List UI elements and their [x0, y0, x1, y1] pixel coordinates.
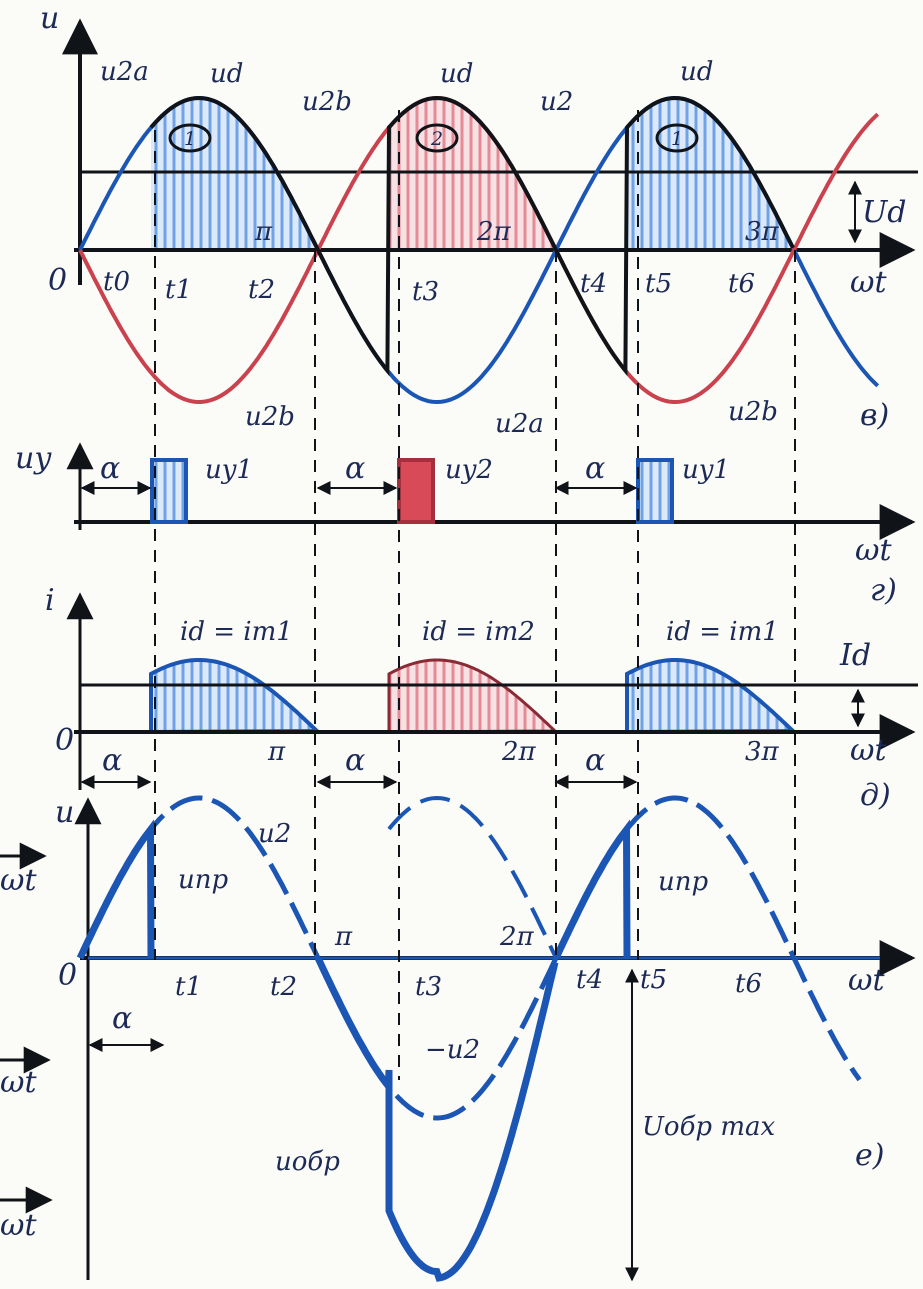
label-3pi: 3π	[745, 737, 780, 767]
panel-tag-g: г)	[870, 573, 897, 608]
label-u2: u2	[258, 819, 291, 849]
minus-u2-dashed-curve	[387, 795, 557, 957]
origin-label: 0	[48, 263, 67, 298]
reverse-voltage-uобр	[314, 956, 559, 1282]
label-ud-3: ud	[680, 57, 713, 87]
hatch-region-1a	[151, 98, 318, 250]
forward-voltage-uпр-1	[76, 819, 155, 960]
pulse-uy2	[397, 458, 435, 524]
label-t4: t4	[580, 269, 607, 299]
label-u2-right: u2	[540, 87, 573, 117]
label-t1: t1	[175, 972, 202, 1002]
label-u2b-top: u2b	[302, 87, 352, 117]
label-uy1-a: uy1	[205, 455, 253, 485]
y-axis-label: u	[55, 795, 74, 830]
panel-e: u 0 u2 uпр uпр π 2π t1 t2 t3 t4 t5 t6 ωt…	[55, 795, 916, 1282]
panel-v: u ωt 0 u2a ud u2b ud u2 ud 1 2 1 Ud π 2π…	[40, 1, 918, 439]
label-pi: π	[334, 922, 353, 952]
label-t3: t3	[412, 277, 439, 307]
y-axis-label: i	[45, 583, 55, 618]
y-axis-label: uy	[15, 441, 52, 476]
x-axis-label: ωt	[850, 733, 887, 768]
origin-label: 0	[58, 958, 77, 993]
forward-voltage-uпр-2	[552, 819, 631, 960]
region-marker-1a: 1	[168, 123, 212, 153]
label-id-2: id = iт2	[422, 617, 535, 647]
label-3pi: 3π	[745, 217, 780, 247]
label-alpha-2: α	[345, 451, 365, 486]
label-upr-2: uпр	[658, 867, 708, 897]
label-t5: t5	[645, 269, 672, 299]
current-pulse-3	[625, 658, 798, 735]
label-ud-1: ud	[210, 59, 243, 89]
label-minus-u2: −u2	[425, 1035, 480, 1065]
y-axis-label: u	[40, 1, 59, 36]
label-t6: t6	[728, 269, 755, 299]
svg-text:1: 1	[671, 128, 683, 150]
origin-label: 0	[55, 723, 74, 758]
time-guide-lines	[154, 110, 796, 1080]
x-axis-label: ωt	[855, 533, 892, 568]
label-t2: t2	[248, 275, 275, 305]
label-alpha-1: α	[100, 451, 120, 486]
current-pulse-1	[149, 658, 322, 735]
panel-tag-d: д)	[860, 778, 891, 813]
label-u2a: u2a	[100, 57, 149, 87]
hatch-region-2	[389, 98, 556, 250]
panel-d: i 0 id = iт1 id = iт2 id = iт1 Id α π α …	[45, 583, 918, 813]
label-u2b-bottom-1: u2b	[245, 402, 295, 432]
left-wt-1: ωt	[0, 863, 37, 898]
left-edge-fragments: ωt ωt ωt	[0, 842, 53, 1243]
label-u2a-bottom: u2a	[495, 409, 544, 439]
u2-dashed-curve	[77, 795, 862, 1121]
current-pulse-2	[387, 658, 559, 734]
pulse-uy1-b	[636, 458, 674, 524]
label-id-1: id = iт1	[180, 617, 293, 647]
label-alpha: α	[112, 1001, 132, 1036]
left-wt-2: ωt	[0, 1065, 37, 1100]
label-t5: t5	[640, 965, 667, 995]
label-alpha-2: α	[345, 743, 365, 778]
panel-g: uy α uy1 α uy2 α uy1 ωt г)	[15, 441, 916, 608]
panel-tag-v: в)	[860, 398, 889, 433]
label-t2: t2	[270, 972, 297, 1002]
region-marker-2: 2	[415, 123, 459, 153]
label-alpha-3: α	[585, 451, 605, 486]
label-2pi: 2π	[499, 922, 535, 952]
label-t1: t1	[165, 275, 192, 305]
x-axis-label: ωt	[850, 265, 887, 300]
label-uobr: uобр	[275, 1147, 340, 1177]
label-2pi: 2π	[501, 737, 537, 767]
hatch-region-1b	[627, 98, 794, 250]
pulse-uy1-a	[150, 458, 188, 524]
label-upr-1: uпр	[178, 865, 228, 895]
left-wt-3: ωt	[0, 1208, 37, 1243]
label-t0: t0	[103, 267, 130, 297]
label-u2b-bottom-2: u2b	[728, 397, 778, 427]
label-pi: π	[254, 217, 273, 247]
label-t4: t4	[576, 965, 603, 995]
label-Ud: Ud	[862, 195, 907, 230]
label-2pi: 2π	[476, 217, 512, 247]
label-alpha-1: α	[102, 743, 122, 778]
svg-text:1: 1	[184, 128, 196, 150]
label-id-3: id = iт1	[666, 617, 779, 647]
label-t3: t3	[415, 972, 442, 1002]
label-uy2: uy2	[445, 455, 493, 485]
label-uy1-b: uy1	[682, 455, 730, 485]
svg-text:2: 2	[430, 128, 443, 150]
label-Id: Id	[839, 638, 871, 673]
ud-curve	[149, 95, 795, 377]
label-pi: π	[267, 737, 286, 767]
panel-tag-e: е)	[855, 1138, 884, 1173]
region-marker-1b: 1	[655, 123, 699, 153]
label-t6: t6	[735, 969, 762, 999]
x-axis-label: ωt	[848, 963, 885, 998]
label-alpha-3: α	[585, 743, 605, 778]
label-Uobr-max: Uобр max	[642, 1112, 775, 1142]
label-ud-2: ud	[440, 59, 473, 89]
